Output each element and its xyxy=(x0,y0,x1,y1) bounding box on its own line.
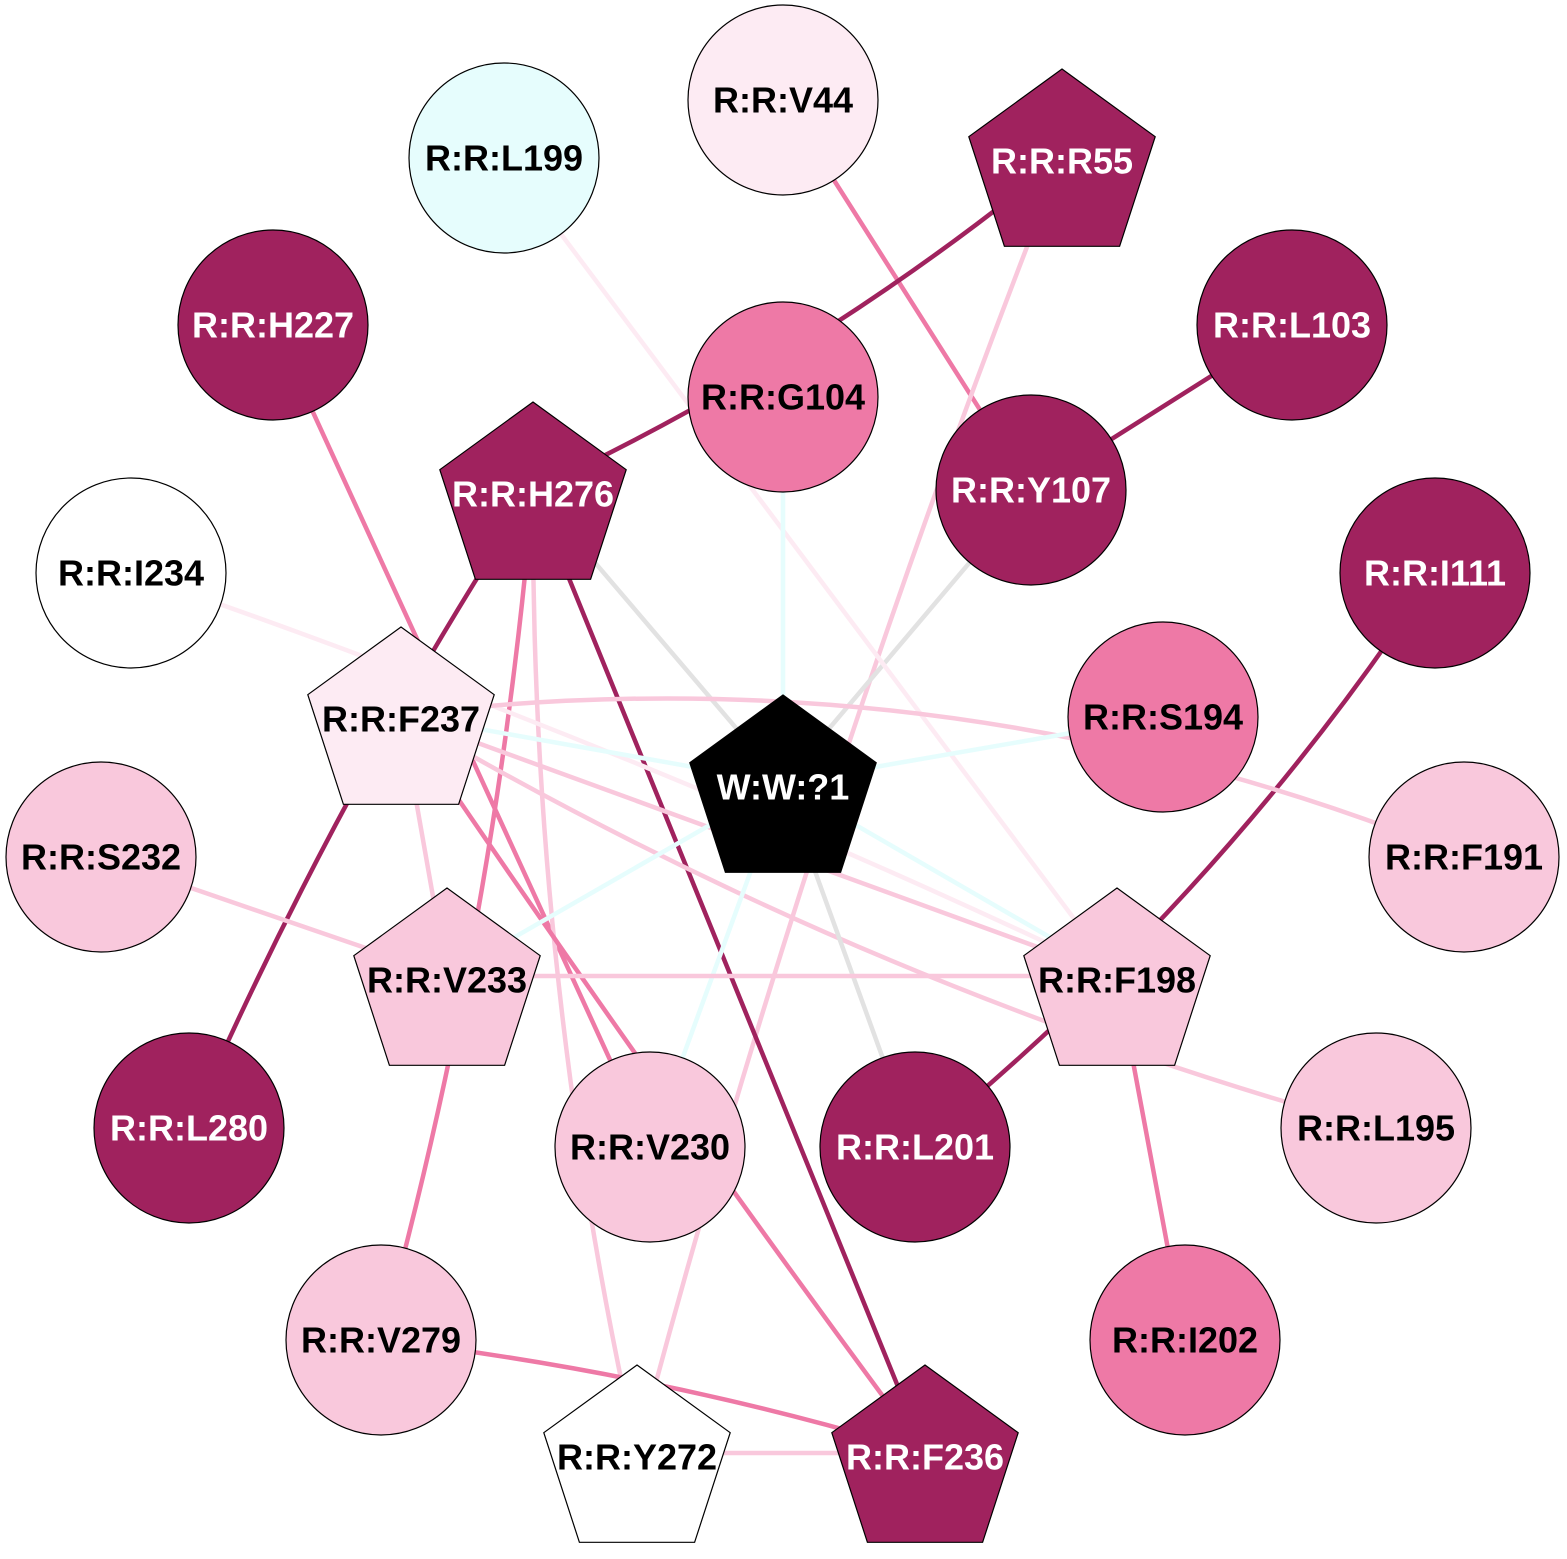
node-r-r-l103[interactable]: R:R:L103 xyxy=(1196,229,1388,421)
node-r-r-y272-label: R:R:Y272 xyxy=(557,1437,717,1478)
node-r-r-l201-shape xyxy=(819,1051,1011,1243)
node-r-r-v44-shape xyxy=(687,4,879,196)
node-r-r-h276-shape xyxy=(439,401,627,580)
node-r-r-y107-label: R:R:Y107 xyxy=(951,470,1111,511)
node-r-r-l195[interactable]: R:R:L195 xyxy=(1280,1032,1472,1224)
node-r-r-i234-shape xyxy=(35,477,227,669)
node-r-r-f198-shape xyxy=(1023,887,1211,1066)
node-r-r-f236-shape xyxy=(831,1364,1019,1543)
node-r-r-y107[interactable]: R:R:Y107 xyxy=(935,394,1127,586)
node-r-r-v279[interactable]: R:R:V279 xyxy=(285,1244,477,1436)
node-r-r-f191-shape xyxy=(1368,761,1560,953)
node-r-r-l280[interactable]: R:R:L280 xyxy=(93,1032,285,1224)
node-r-r-f237-shape xyxy=(307,626,495,805)
node-r-r-v279-shape xyxy=(285,1244,477,1436)
node-r-r-h276[interactable]: R:R:H276 xyxy=(439,401,627,580)
node-r-r-h276-label: R:R:H276 xyxy=(452,474,614,515)
node-r-r-r55[interactable]: R:R:R55 xyxy=(968,68,1156,247)
node-r-r-v230-label: R:R:V230 xyxy=(570,1127,730,1168)
node-r-r-v279-label: R:R:V279 xyxy=(301,1320,461,1361)
node-r-r-i202[interactable]: R:R:I202 xyxy=(1089,1244,1281,1436)
node-r-r-s194[interactable]: R:R:S194 xyxy=(1067,621,1259,813)
edge-r-r-h276-r-r-y272 xyxy=(530,487,640,1456)
node-r-r-f198[interactable]: R:R:F198 xyxy=(1023,887,1211,1066)
node-r-r-l195-label: R:R:L195 xyxy=(1297,1108,1455,1149)
node-r-r-l199[interactable]: R:R:L199 xyxy=(408,62,600,254)
node-r-r-s194-shape xyxy=(1067,621,1259,813)
node-r-r-v233-shape xyxy=(353,887,541,1066)
node-r-r-i202-label: R:R:I202 xyxy=(1112,1320,1258,1361)
node-w-w-1-label: W:W:?1 xyxy=(717,767,850,808)
edge-r-r-i234-r-r-f198 xyxy=(128,570,1120,979)
node-r-r-y107-shape xyxy=(935,394,1127,586)
node-r-r-f237-label: R:R:F237 xyxy=(322,699,480,740)
node-r-r-f198-label: R:R:F198 xyxy=(1038,960,1196,1001)
node-r-r-f236-label: R:R:F236 xyxy=(846,1437,1004,1478)
node-r-r-i202-shape xyxy=(1089,1244,1281,1436)
node-r-r-s232-shape xyxy=(5,761,197,953)
node-r-r-l280-label: R:R:L280 xyxy=(110,1108,268,1149)
node-r-r-y272-shape xyxy=(543,1364,731,1543)
node-r-r-i111-label: R:R:I111 xyxy=(1364,553,1506,594)
node-r-r-r55-shape xyxy=(968,68,1156,247)
node-r-r-f236[interactable]: R:R:F236 xyxy=(831,1364,1019,1543)
node-r-r-h227[interactable]: R:R:H227 xyxy=(177,229,369,421)
node-r-r-f191[interactable]: R:R:F191 xyxy=(1368,761,1560,953)
node-r-r-l103-label: R:R:L103 xyxy=(1213,305,1371,346)
node-r-r-h227-label: R:R:H227 xyxy=(192,305,354,346)
node-r-r-l280-shape xyxy=(93,1032,285,1224)
node-r-r-i234[interactable]: R:R:I234 xyxy=(35,477,227,669)
node-r-r-s232-label: R:R:S232 xyxy=(21,837,181,878)
node-w-w-1-shape xyxy=(689,694,877,873)
node-r-r-h227-shape xyxy=(177,229,369,421)
node-r-r-y272[interactable]: R:R:Y272 xyxy=(543,1364,731,1543)
node-r-r-v230-shape xyxy=(554,1051,746,1243)
node-r-r-l201[interactable]: R:R:L201 xyxy=(819,1051,1011,1243)
node-r-r-g104-shape xyxy=(687,301,879,493)
node-r-r-l103-shape xyxy=(1196,229,1388,421)
node-r-r-g104[interactable]: R:R:G104 xyxy=(687,301,879,493)
node-r-r-r55-label: R:R:R55 xyxy=(991,141,1133,182)
node-r-r-i111-shape xyxy=(1339,477,1531,669)
node-r-r-i234-label: R:R:I234 xyxy=(58,553,204,594)
node-r-r-l195-shape xyxy=(1280,1032,1472,1224)
node-r-r-v44[interactable]: R:R:V44 xyxy=(687,4,879,196)
node-r-r-l201-label: R:R:L201 xyxy=(836,1127,994,1168)
node-r-r-v44-label: R:R:V44 xyxy=(713,80,853,121)
node-r-r-v230[interactable]: R:R:V230 xyxy=(554,1051,746,1243)
node-r-r-s232[interactable]: R:R:S232 xyxy=(5,761,197,953)
node-w-w-1[interactable]: W:W:?1 xyxy=(689,694,877,873)
edge-r-r-f237-r-r-l195 xyxy=(398,712,1379,1131)
node-r-r-g104-label: R:R:G104 xyxy=(701,377,865,418)
edge-r-r-i111-r-r-l201 xyxy=(912,570,1438,1150)
node-r-r-i111[interactable]: R:R:I111 xyxy=(1339,477,1531,669)
node-r-r-s194-label: R:R:S194 xyxy=(1083,697,1243,738)
node-r-r-f237[interactable]: R:R:F237 xyxy=(307,626,495,805)
node-r-r-v233-label: R:R:V233 xyxy=(367,960,527,1001)
edge-r-r-f237-r-r-f191 xyxy=(398,696,1467,860)
edge-r-r-h276-r-r-f236 xyxy=(530,487,928,1456)
node-r-r-l199-label: R:R:L199 xyxy=(425,138,583,179)
node-r-r-v233[interactable]: R:R:V233 xyxy=(353,887,541,1066)
edge-r-r-l199-r-r-f198 xyxy=(501,155,1120,979)
node-r-r-f191-label: R:R:F191 xyxy=(1385,837,1543,878)
node-r-r-l199-shape xyxy=(408,62,600,254)
